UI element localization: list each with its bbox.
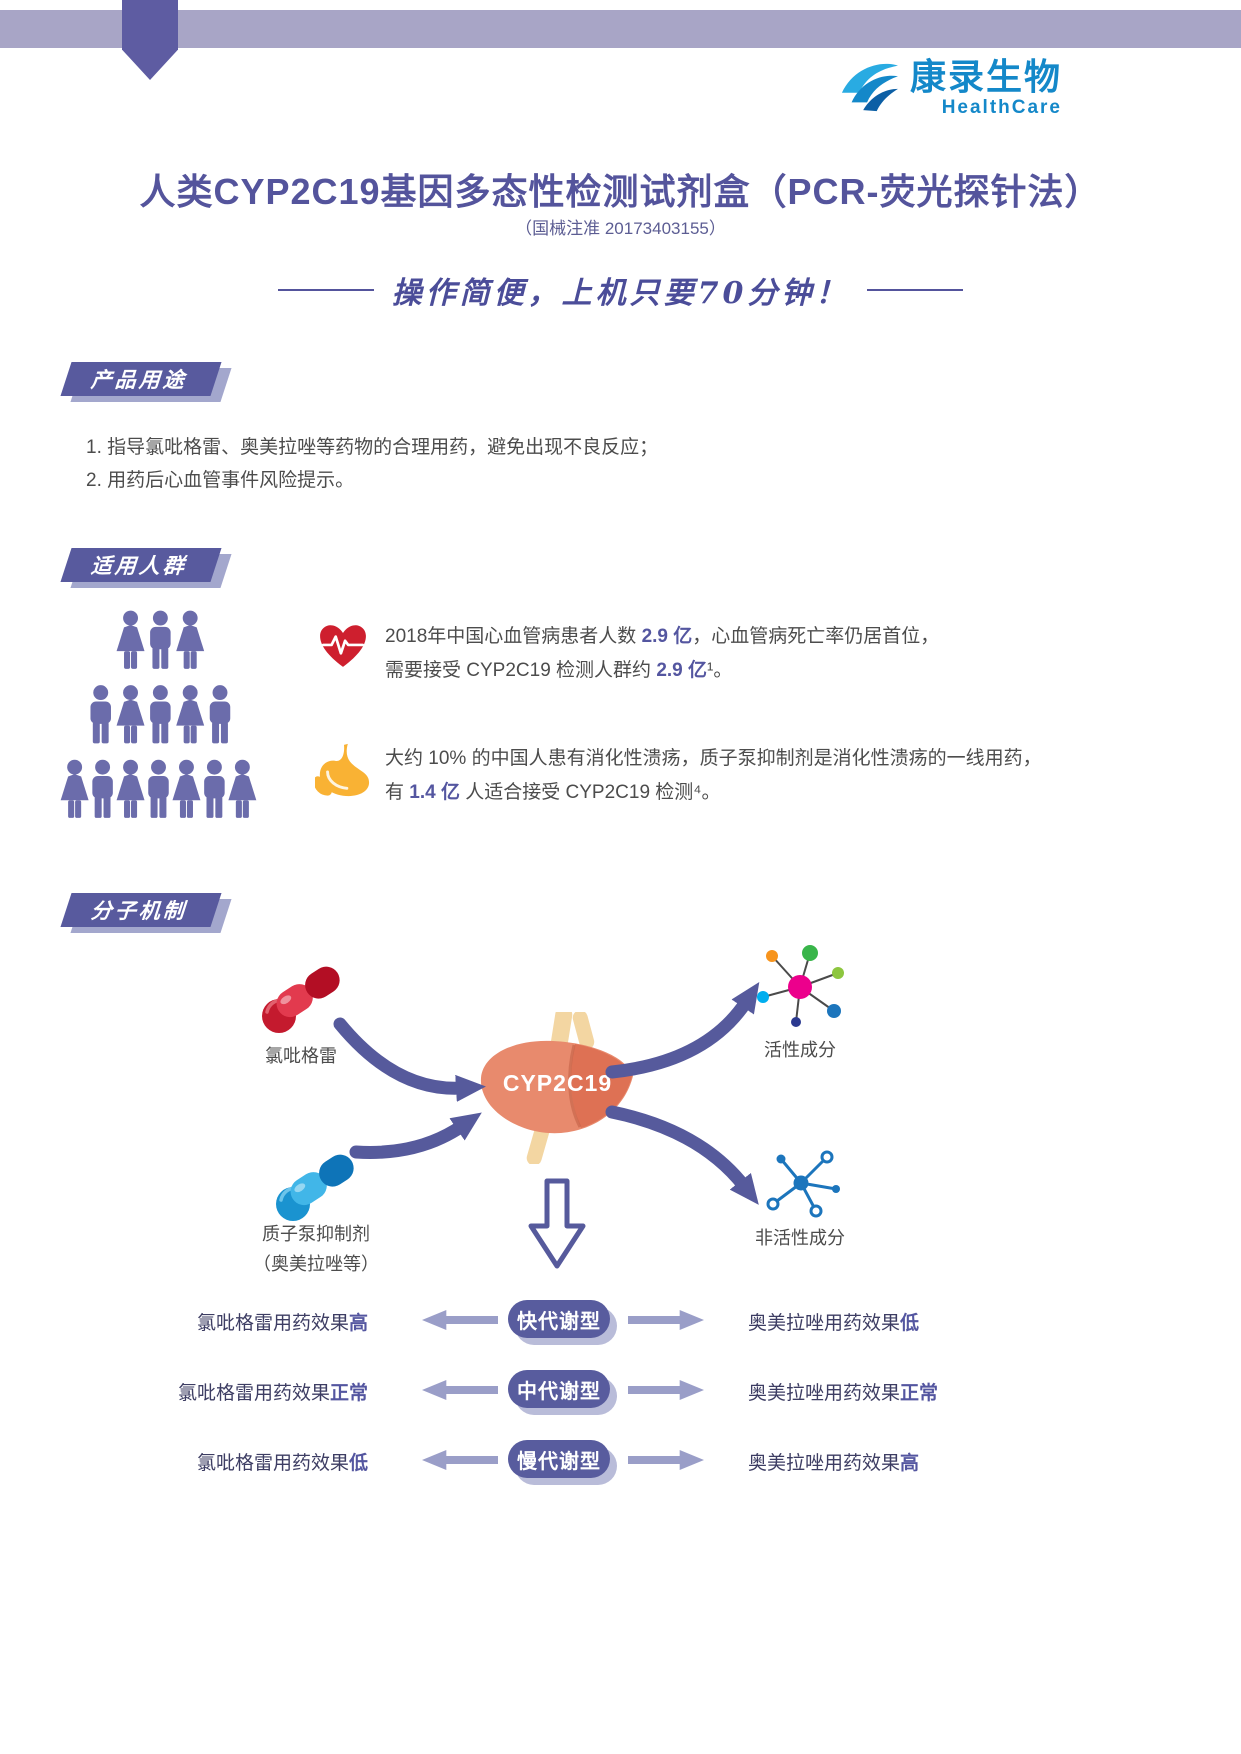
usage-list: 1. 指导氯吡格雷、奥美拉唑等药物的合理用药，避免出现不良反应； 2. 用药后心… [86, 431, 658, 497]
brand-name: 康录生物 [910, 55, 1063, 97]
usage-item: 1. 指导氯吡格雷、奥美拉唑等药物的合理用药，避免出现不良反应； [86, 437, 659, 458]
metabolizer-row: 氯吡格雷用药效果正常 中代谢型 奥美拉唑用药效果正常 [0, 1370, 1241, 1415]
stomach-stat-line: 有 1.4 亿 人适合接受 CYP2C19 检测⁴。 [385, 782, 721, 803]
row-left-text: 氯吡格雷用药效果低 [196, 1453, 368, 1474]
left-arrow-icon [422, 1310, 498, 1330]
badge-label: 适用人群 [60, 548, 222, 582]
row-left-text: 氯吡格雷用药效果高 [196, 1313, 368, 1334]
row-right-text: 奥美拉唑用药效果正常 [748, 1383, 939, 1404]
registration-number: （国械注准 20173403155） [515, 219, 726, 238]
section-badge-mechanism: 分子机制 [60, 893, 232, 933]
enzyme-label: CYP2C19 [502, 1070, 613, 1096]
clopidogrel-pills-icon [252, 952, 350, 1051]
metabolizer-row: 氯吡格雷用药效果高 快代谢型 奥美拉唑用药效果低 [0, 1300, 1241, 1345]
right-arrow-icon [628, 1380, 704, 1400]
drug-label-ppi: 质子泵抑制剂 [262, 1224, 370, 1244]
bookmark-ribbon [122, 0, 178, 80]
metabolizer-row: 氯吡格雷用药效果低 慢代谢型 奥美拉唑用药效果高 [0, 1440, 1241, 1485]
metabolizer-pill: 快代谢型 [508, 1300, 617, 1345]
logo-swoosh-icon [838, 56, 900, 119]
stomach-stat-line: 大约 10% 的中国人患有消化性溃疡，质子泵抑制剂是消化性溃疡的一线用药， [385, 748, 1042, 769]
heart-stat-line: 2018年中国心血管病患者人数 2.9 亿，心血管病死亡率仍居首位， [385, 626, 940, 647]
drug-label-ppi-sub: （奥美拉唑等） [253, 1254, 379, 1274]
active-label: 活性成分 [764, 1040, 836, 1060]
heart-stat-line: 需要接受 CYP2C19 检测人群约 2.9 亿¹。 [385, 660, 733, 681]
page-title: 人类CYP2C19基因多态性检测试剂盒（PCR-荧光探针法） [139, 171, 1102, 212]
slogan-line-right [867, 289, 964, 291]
row-right-text: 奥美拉唑用药效果高 [748, 1453, 920, 1474]
row-left-text: 氯吡格雷用药效果正常 [177, 1383, 368, 1404]
ppi-pills-icon [266, 1140, 364, 1239]
metabolizer-label: 慢代谢型 [508, 1440, 610, 1478]
left-arrow-icon [422, 1380, 498, 1400]
company-logo: 康录生物 HealthCare [838, 56, 1062, 119]
active-molecule-icon [750, 943, 850, 1034]
inactive-molecule-icon [756, 1146, 846, 1225]
top-bar [0, 10, 1241, 48]
row-right-text: 奥美拉唑用药效果低 [748, 1313, 920, 1334]
metabolizer-pill: 中代谢型 [508, 1370, 617, 1415]
right-arrow-icon [628, 1450, 704, 1470]
left-arrow-icon [422, 1450, 498, 1470]
slogan-row: 操作简便，上机只要70分钟！ [0, 268, 1241, 312]
metabolizer-label: 快代谢型 [508, 1300, 610, 1338]
heart-stat-text: 2018年中国心血管病患者人数 2.9 亿，心血管病死亡率仍居首位， 需要接受 … [385, 620, 939, 688]
metabolizer-label: 中代谢型 [508, 1370, 610, 1408]
stomach-icon [313, 742, 371, 803]
section-badge-population: 适用人群 [60, 548, 232, 588]
slogan-text: 操作简便，上机只要70分钟！ [391, 276, 850, 311]
drug-label-clopidogrel: 氯吡格雷 [265, 1046, 337, 1066]
right-arrow-icon [628, 1310, 704, 1330]
people-crowd-icon [56, 610, 261, 824]
stomach-stat-text: 大约 10% 的中国人患有消化性溃疡，质子泵抑制剂是消化性溃疡的一线用药， 有 … [385, 742, 1042, 810]
inactive-label: 非活性成分 [755, 1228, 845, 1248]
badge-label: 分子机制 [60, 893, 222, 927]
down-arrow-icon [528, 1178, 586, 1275]
badge-label: 产品用途 [60, 362, 222, 396]
brand-subtitle: HealthCare [941, 96, 1063, 118]
heart-ecg-icon [318, 623, 368, 674]
usage-item: 2. 用药后心血管事件风险提示。 [86, 470, 355, 491]
section-badge-product-usage: 产品用途 [60, 362, 232, 402]
metabolizer-pill: 慢代谢型 [508, 1440, 617, 1485]
slogan-line-left [277, 289, 374, 291]
